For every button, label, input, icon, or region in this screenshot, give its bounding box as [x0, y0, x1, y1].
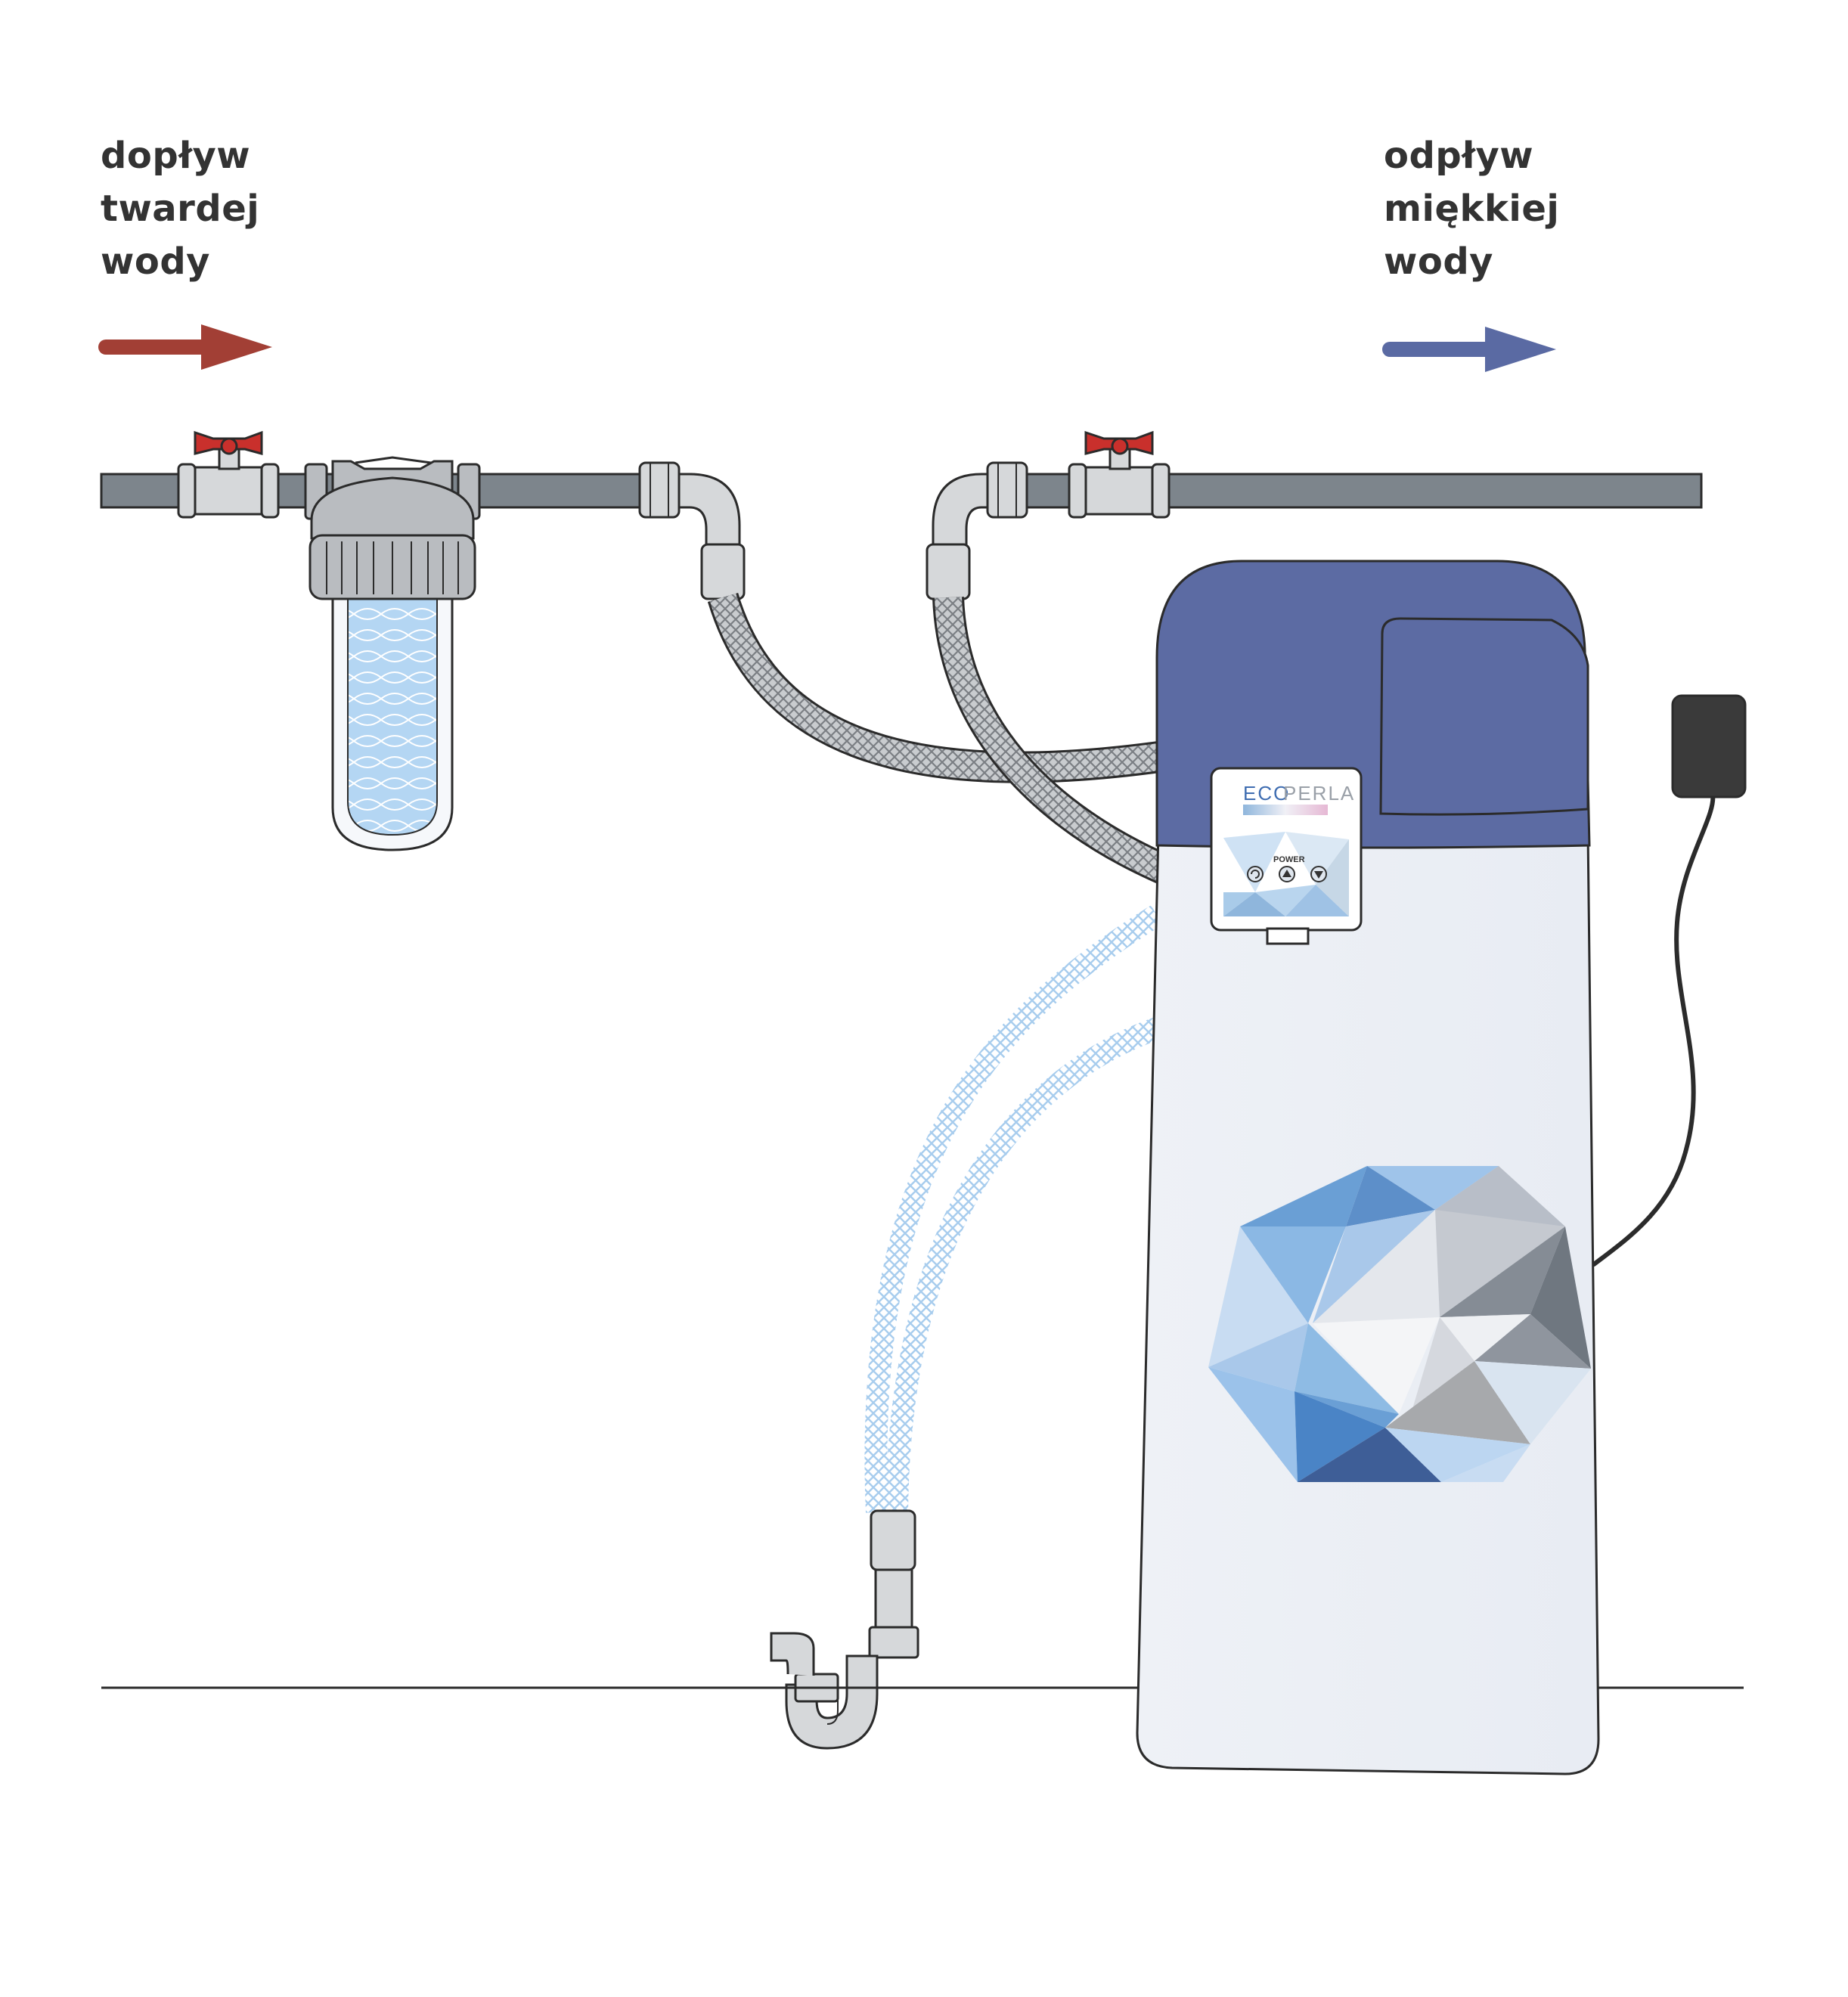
control-panel: ECO PERLA POWER — [1210, 767, 1363, 945]
outlet-shut-off-valve[interactable] — [1068, 430, 1171, 519]
inflow-label-line-2: twardej — [101, 188, 259, 230]
drain-hose-1 — [864, 905, 1163, 1513]
filter-cartridge — [347, 583, 438, 836]
inflow-label-line-3: wody — [101, 240, 210, 283]
outflow-label-line-1: odpływ — [1384, 135, 1533, 177]
softener-salt-hatch — [1379, 617, 1589, 816]
panel-facets — [1223, 832, 1349, 916]
crystal-heptagon-icon — [1208, 1166, 1591, 1482]
inflow-label: dopływ twardej wody — [101, 135, 259, 283]
inlet-shut-off-valve[interactable] — [177, 430, 280, 519]
drain-hose-2 — [885, 1017, 1161, 1513]
sediment-pre-filter — [304, 456, 481, 851]
inlet-elbow-fitting — [638, 461, 746, 600]
inflow-label-line-1: dopływ — [101, 135, 250, 177]
outlet-elbow-fitting — [926, 461, 1028, 600]
drain-siphon — [770, 1509, 919, 1750]
regenerate-button[interactable] — [1247, 866, 1264, 882]
down-button[interactable] — [1310, 866, 1327, 882]
up-button[interactable] — [1279, 866, 1295, 882]
power-label: POWER — [1273, 855, 1305, 864]
water-softener: ECO PERLA POWER — [1136, 560, 1600, 1775]
valve-handle-icon[interactable] — [194, 430, 263, 455]
outflow-arrow-icon — [1382, 327, 1556, 372]
valve-handle-icon[interactable] — [1084, 430, 1154, 455]
brand-eco: ECO — [1243, 782, 1290, 805]
outflow-label-line-3: wody — [1384, 240, 1493, 283]
inflow-arrow-icon — [98, 324, 272, 370]
outlet-braided-hose — [932, 597, 1171, 885]
outflow-label: odpływ miękkiej wody — [1384, 135, 1559, 283]
inlet-braided-hose — [707, 592, 1167, 783]
brand-perla: PERLA — [1283, 782, 1355, 805]
outflow-label-line-2: miękkiej — [1384, 188, 1559, 230]
power-plug-icon — [1592, 694, 1747, 1267]
